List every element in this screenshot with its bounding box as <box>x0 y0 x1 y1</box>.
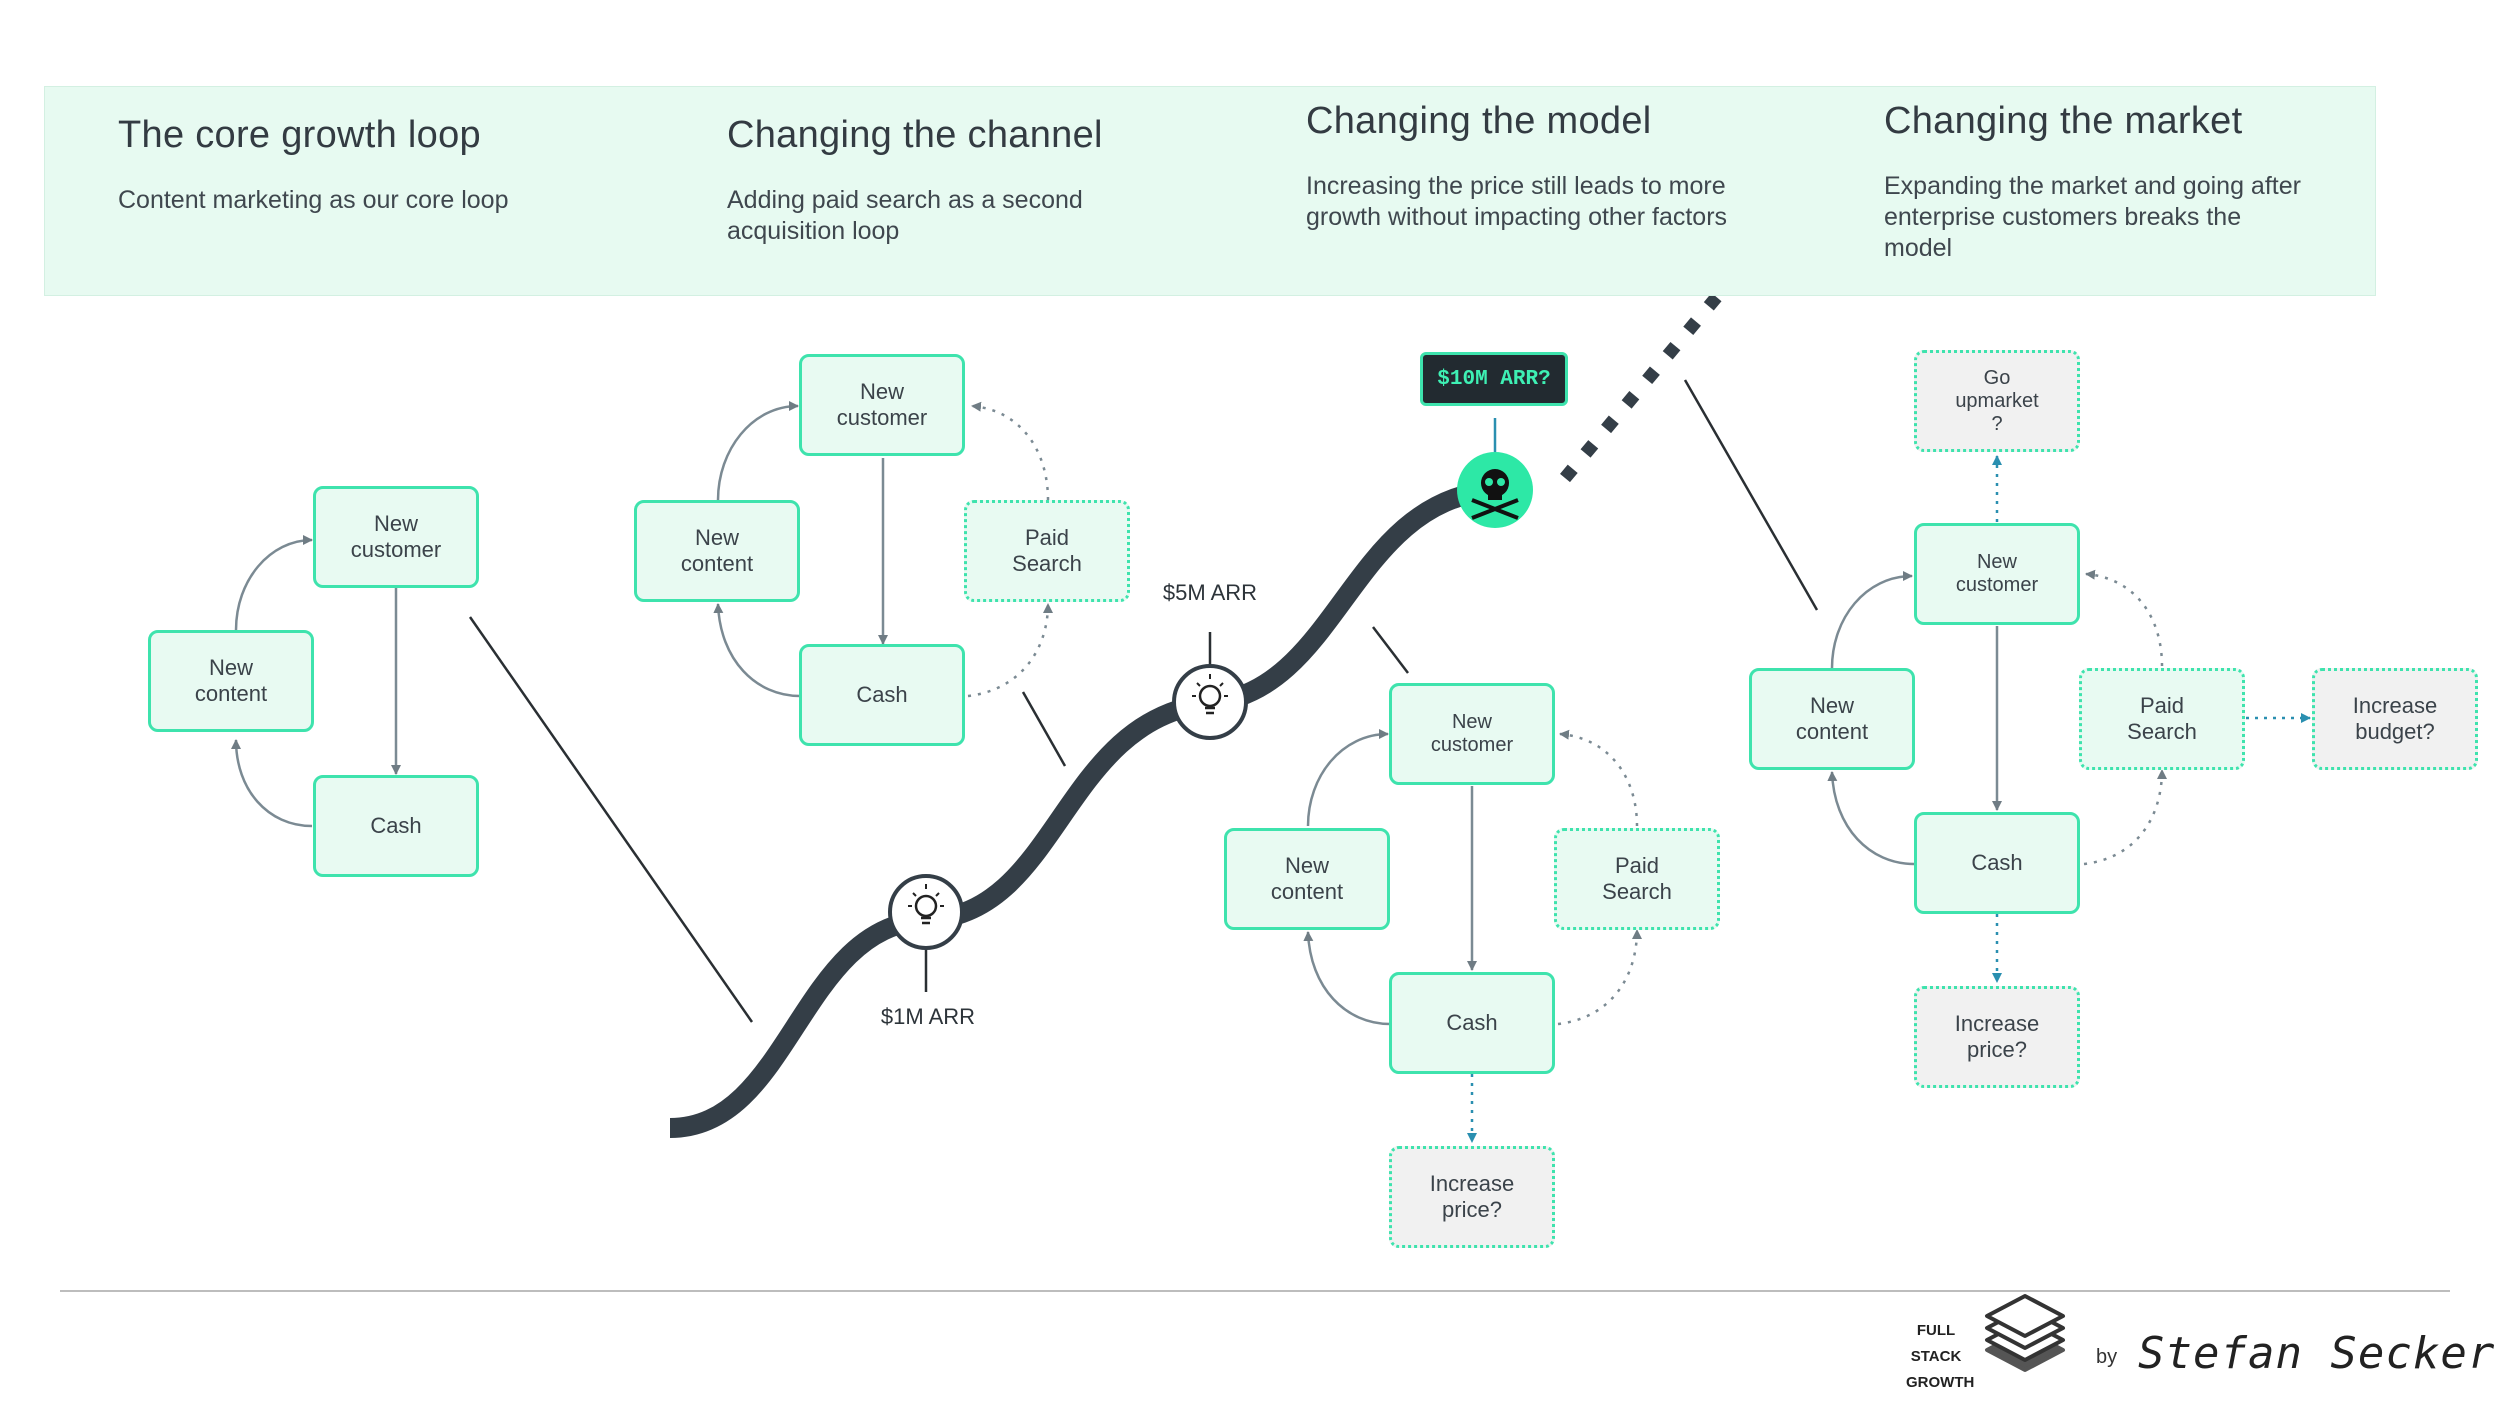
loop3-arrows <box>1303 729 1477 1026</box>
loop4-increase-budget-node[interactable]: Increase budget? <box>2312 668 2478 770</box>
loop4-new-content-node[interactable]: New content <box>1749 668 1915 770</box>
milestone-badge-10m: $10M ARR? <box>1420 352 1568 406</box>
milestone-label-5m: $5M ARR <box>1162 580 1258 605</box>
skull-crossbones-icon <box>1457 452 1533 528</box>
connector-loop3 <box>1372 626 1409 674</box>
loop1-new-customer-node[interactable]: New customer <box>313 486 479 588</box>
loop4-cash-node[interactable]: Cash <box>1914 812 2080 914</box>
loop1-arrows <box>231 535 401 828</box>
layers-stack-icon <box>1985 1294 2065 1372</box>
loop1-cash-node[interactable]: Cash <box>313 775 479 877</box>
loop2-new-customer-node[interactable]: New customer <box>799 354 965 456</box>
brand-wordmark: FULL STACK GROWTH <box>1906 1318 1975 1396</box>
stage-description: Content marketing as our core loop <box>118 186 509 214</box>
lightbulb-icon <box>1172 664 1248 740</box>
loop2-paid-search-node[interactable]: Paid Search <box>964 500 1130 602</box>
lightbulb-icon <box>888 874 964 950</box>
loop1-new-content-node[interactable]: New content <box>148 630 314 732</box>
loop4-new-customer-node[interactable]: New customer <box>1914 523 2080 625</box>
footer-divider <box>60 1290 2450 1292</box>
loop2-arrows <box>713 401 888 698</box>
stage-channel: Changing the channel Adding paid search … <box>727 114 1167 247</box>
connector-loop2 <box>1021 691 1067 767</box>
growth-curve <box>669 480 1496 1138</box>
brand-line: FULL <box>1916 1322 1956 1339</box>
loop3-new-customer-node[interactable]: New customer <box>1389 683 1555 785</box>
curve-continuation-dotted <box>1560 270 1740 483</box>
loop3-cash-node[interactable]: Cash <box>1389 972 1555 1074</box>
connector-loop1 <box>468 616 754 1023</box>
stage-banner <box>44 86 2376 296</box>
stage-title: Changing the channel <box>727 114 1103 156</box>
stage-core-loop: The core growth loop Content marketing a… <box>118 114 578 216</box>
stage-title: Changing the model <box>1306 100 1652 142</box>
loop4-paid-search-node[interactable]: Paid Search <box>2079 668 2245 770</box>
loop3-increase-price-node[interactable]: Increase price? <box>1389 1146 1555 1248</box>
loop4-increase-price-node[interactable]: Increase price? <box>1914 986 2080 1088</box>
stage-model: Changing the model Increasing the price … <box>1306 100 1746 233</box>
stage-market: Changing the market Expanding the market… <box>1884 100 2304 264</box>
stage-title: Changing the market <box>1884 100 2243 142</box>
loop3-new-content-node[interactable]: New content <box>1224 828 1390 930</box>
connector-loop4 <box>1683 379 1819 611</box>
stage-description: Adding paid search as a second acquisiti… <box>727 186 1083 245</box>
loop2-new-content-node[interactable]: New content <box>634 500 800 602</box>
loop4-arrows <box>1827 571 2002 866</box>
brand-line: GROWTH <box>1906 1374 1975 1391</box>
stage-description: Increasing the price still leads to more… <box>1306 172 1728 231</box>
by-label: by <box>2096 1346 2118 1368</box>
stage-title: The core growth loop <box>118 114 481 156</box>
loop2-cash-node[interactable]: Cash <box>799 644 965 746</box>
loop4-go-upmarket-node[interactable]: Go upmarket ? <box>1914 350 2080 452</box>
loop3-paid-search-node[interactable]: Paid Search <box>1554 828 1720 930</box>
stage-description: Expanding the market and going after ent… <box>1884 172 2301 262</box>
milestone-label-1m: $1M ARR <box>880 1004 976 1029</box>
author-signature: Stefan Secker <box>2138 1328 2496 1379</box>
brand-line: STACK <box>1910 1348 1962 1365</box>
